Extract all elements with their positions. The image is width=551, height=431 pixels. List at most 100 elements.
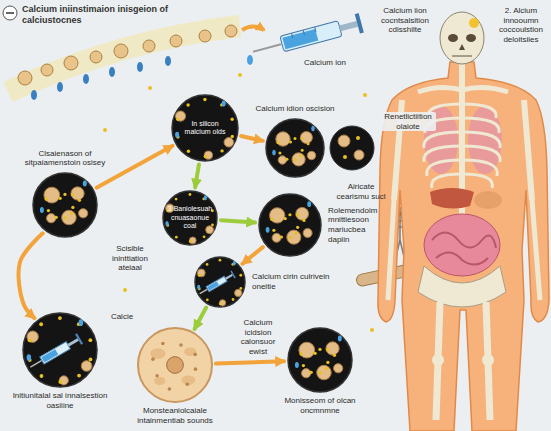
callout-label: Calcie (102, 312, 142, 322)
calcium-dot (325, 367, 328, 370)
calcium-dot (58, 380, 62, 384)
calcium-dot (176, 118, 179, 121)
cell-blob (235, 289, 242, 296)
human-body (432, 233, 496, 265)
syringe-needle (30, 360, 42, 367)
circle-shape (265, 118, 325, 178)
cell-blob (44, 187, 60, 203)
label-holder: Calcium iion cocntsalsition cdisshilte (375, 6, 435, 35)
cell-blob (292, 153, 305, 166)
water-drop (204, 195, 207, 200)
cell-blob (287, 230, 301, 244)
calcium-dot (278, 152, 281, 155)
flow-arrow (195, 164, 199, 187)
calcium-dot (204, 155, 207, 158)
human-body (418, 266, 506, 307)
calcium-dot (88, 338, 92, 342)
calcium-dot (189, 193, 192, 196)
calcium-dot (270, 218, 273, 221)
yellow-dots (370, 328, 374, 332)
title-holder: Calcium iniinstimaion inisgeion of calci… (22, 4, 190, 26)
calcium-dot (293, 137, 296, 140)
label-holder: Renetlictiition olaiote (380, 112, 436, 131)
calcium-dot (276, 141, 279, 144)
flow-arrow (19, 233, 43, 318)
cell-blob (27, 331, 38, 342)
calcium-dot (219, 302, 222, 305)
water-drop (222, 100, 226, 106)
syringe-handle (75, 333, 83, 345)
molecule-chain (18, 71, 32, 85)
calcium-dot (301, 149, 304, 152)
calcium-dot (326, 348, 329, 351)
syringe-icon (27, 333, 83, 372)
calcium-dot (186, 103, 189, 106)
cell-dot (193, 353, 197, 357)
cell-blob (81, 361, 92, 372)
syringe-icon (198, 270, 236, 297)
cell-blob (272, 233, 281, 242)
syringe-barrel (40, 342, 71, 364)
calcium-dot (71, 206, 74, 209)
human-body (430, 188, 474, 209)
calcium-dot (326, 361, 329, 364)
calcium-dot (239, 274, 242, 277)
calcium-dot (295, 232, 298, 235)
calcium-dot (220, 149, 223, 152)
calcium-dot (78, 199, 81, 202)
node-label: Calcium cirin culrivein oneitie (252, 272, 332, 291)
label-holder: 2. Alcium innooumn coccoulstion deloitsi… (495, 6, 547, 44)
cell-circle-node: 3 Baniolesuah cnuasaonue coal (162, 190, 218, 246)
cell-circle (33, 173, 97, 237)
calcium-dot (318, 348, 321, 351)
water-drop (295, 362, 299, 368)
calcium-dot (55, 216, 58, 219)
cell-dot (194, 367, 198, 371)
cell-circle (163, 191, 217, 245)
yellow-dots (103, 73, 374, 332)
calcium-dot (280, 235, 283, 238)
cell-art (288, 328, 352, 392)
node-label: Calcium idion oscision (250, 104, 340, 114)
syringe-illustration (315, 27, 316, 32)
calcium-dot (333, 354, 336, 357)
cell-blob (334, 364, 343, 373)
cell-dot (151, 357, 155, 361)
human-body (418, 87, 508, 92)
calcium-dot (272, 229, 275, 232)
cell-circle (23, 313, 97, 387)
calcium-dot (284, 217, 287, 220)
calcium-dot (231, 135, 234, 138)
water-drop (338, 336, 342, 342)
callout-label: 2. Alcium innooumn coccoulstion deloitsi… (495, 6, 547, 44)
title-icon (3, 6, 17, 20)
cell-blob (276, 132, 290, 146)
calcium-dot (206, 263, 209, 266)
water-drop (175, 132, 179, 138)
cell-blob (296, 207, 309, 220)
syringe-illustration (280, 21, 342, 52)
calcium-dot (40, 374, 44, 378)
calcium-dot (58, 197, 61, 200)
cell-dot (155, 374, 159, 378)
syringe-illustration (303, 30, 304, 35)
cell-blob (189, 237, 196, 244)
cell-circle (356, 136, 360, 140)
human-body (448, 34, 458, 42)
molecule-chain (8, 26, 240, 92)
cell-blob (303, 229, 312, 238)
water-drop (165, 221, 168, 226)
cell-circle (338, 135, 350, 147)
cell-art (138, 328, 212, 402)
syringe-barrel (206, 276, 227, 291)
water-drop (83, 181, 87, 187)
calcium-dot (77, 374, 81, 378)
human-body (459, 44, 465, 50)
cell-art (23, 313, 97, 387)
water-drop (27, 354, 32, 361)
cell-circle-node: Monisseom of olcan oncmnmne (287, 327, 353, 393)
cell-membrane (138, 328, 212, 402)
syringe-plunger (225, 274, 233, 280)
calcium-dot (211, 224, 214, 227)
human-body (469, 18, 479, 28)
